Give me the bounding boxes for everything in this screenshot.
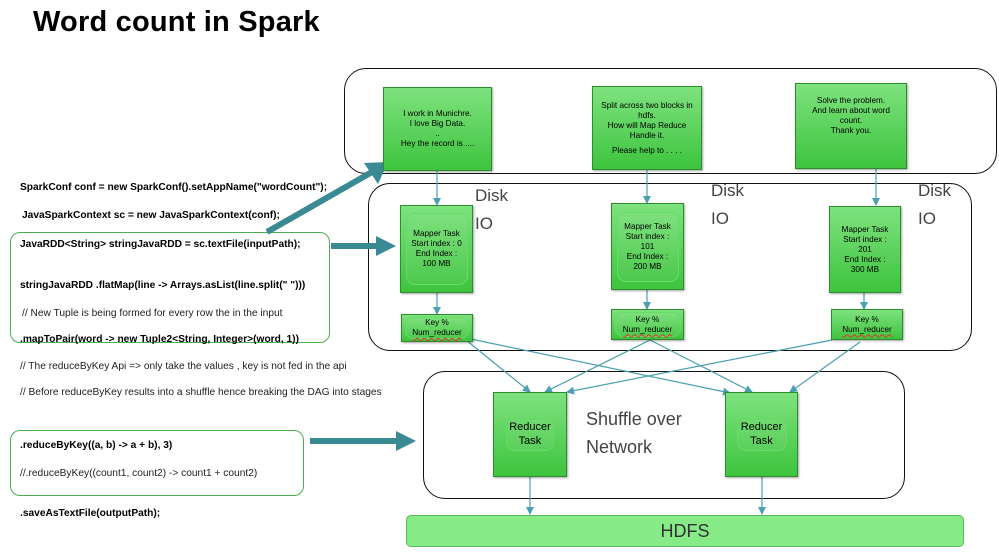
code-line-maptopair: .mapToPair(word -> new Tuple2<String, In…	[20, 334, 299, 345]
thick-right-arrow-map	[331, 236, 396, 256]
input-block-2: Split across two blocks in hdfs. How wil…	[592, 86, 702, 170]
flow-arrow	[465, 339, 531, 393]
input-block-text: Split across two blocks in	[601, 100, 693, 110]
key-partition-box-1: Key %Num_reducer	[401, 314, 473, 342]
thick-diagonal-arrow	[265, 162, 388, 235]
code-highlight-box-reduce	[10, 430, 304, 496]
code-comment-tuple: // New Tuple is being formed for every r…	[22, 308, 283, 319]
page-title: Word count in Spark	[33, 6, 320, 38]
code-line-save: .saveAsTextFile(outputPath);	[20, 508, 161, 519]
input-block-text: ..	[435, 129, 440, 138]
input-block-text: Thank you.	[830, 126, 872, 135]
input-blocks-container	[344, 68, 997, 174]
reducer-stage-container	[423, 371, 905, 499]
mapper-task-3: Mapper Task Start index : 201 End Index …	[829, 206, 901, 293]
input-block-text: count.	[839, 116, 863, 125]
code-highlight-box-map	[10, 232, 330, 343]
input-block-1: I work in Munichre. I love Big Data. .. …	[383, 87, 492, 171]
mapper-task-1: Mapper Task Start index : 0 End Index : …	[400, 205, 473, 293]
code-line-sparkconf: SparkConf conf = new SparkConf().setAppN…	[20, 182, 328, 193]
input-block-text: How will Map Reduce	[607, 120, 687, 130]
code-comment-reducebykey-alt: //.reduceByKey((count1, count2) -> count…	[20, 468, 258, 479]
mapper-task-2: Mapper Task Start index : 101 End Index …	[611, 203, 684, 290]
key-partition-box-3: Key %Num_reducer	[831, 309, 903, 340]
code-line-reducebykey: .reduceByKey((a, b) -> a + b), 3)	[20, 440, 173, 451]
input-block-text: hdfs.	[638, 110, 656, 120]
code-line-flatmap: stringJavaRDD .flatMap(line -> Arrays.as…	[20, 280, 306, 291]
input-block-text: And learn about word	[812, 106, 890, 115]
input-block-text: I love Big Data.	[409, 119, 466, 128]
flow-arrow	[544, 339, 651, 393]
code-line-textfile: JavaRDD<String> stringJavaRDD = sc.textF…	[20, 239, 301, 250]
input-block-text: Solve the problem.	[816, 96, 886, 105]
key-partition-box-2: Key %Num_reducer	[611, 309, 684, 340]
code-comment-reducebykey-api: // The reduceByKey Api => only take the …	[20, 361, 347, 372]
code-line-sparkcontext: JavaSparkContext sc = new JavaSparkConte…	[22, 210, 280, 221]
input-block-text: Handle it.	[629, 130, 665, 140]
flow-arrow	[566, 339, 833, 395]
thick-right-arrow-reduce	[310, 431, 416, 451]
input-block-text: Please help to . . . .	[611, 145, 683, 155]
input-block-text: I work in Munichre.	[403, 109, 472, 118]
hdfs-bar: HDFS	[406, 515, 964, 547]
input-block-text: Hey the record is ....	[400, 139, 475, 148]
code-comment-shuffle: // Before reduceByKey results into a shu…	[20, 387, 382, 398]
flow-arrow	[789, 341, 861, 393]
input-block-3: Solve the problem. And learn about word …	[795, 83, 907, 169]
